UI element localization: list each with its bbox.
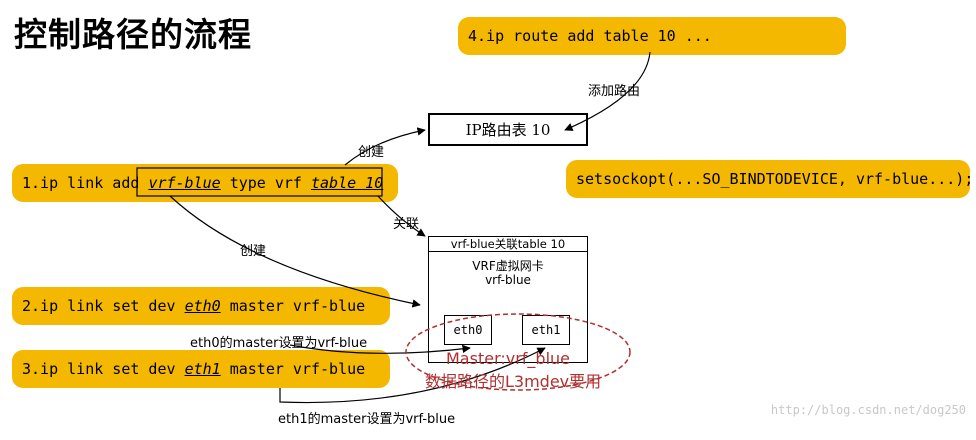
create-vrf-arrow bbox=[169, 195, 421, 308]
create-vrf-label: 创建 bbox=[240, 244, 267, 259]
setsockopt-pill: setsockopt(...SO_BINDTODEVICE, vrf-blue.… bbox=[566, 160, 974, 198]
page-title: 控制路径的流程 bbox=[14, 15, 252, 54]
eth1-master-arrow bbox=[279, 347, 546, 404]
step1-vrf: vrf-blue bbox=[148, 174, 221, 192]
associate-arrow bbox=[377, 195, 426, 237]
eth1-master-label: eth1的master设置为vrf-blue bbox=[278, 412, 456, 427]
setsockopt-text: setsockopt(...SO_BINDTODEVICE, vrf-blue.… bbox=[576, 170, 974, 188]
create-table-arrow bbox=[344, 127, 426, 166]
associate-label: 关联 bbox=[393, 217, 420, 232]
step3-suffix: master vrf-blue bbox=[220, 360, 366, 378]
eth1-box: eth1 bbox=[522, 315, 570, 345]
step1-table: table 10 bbox=[311, 174, 384, 192]
add-route-arrow bbox=[564, 51, 651, 131]
create-table-label: 创建 bbox=[358, 145, 385, 160]
eth1-label: eth1 bbox=[531, 323, 561, 337]
watermark: http://blog.csdn.net/dog250 bbox=[770, 403, 966, 417]
add-route-label: 添加路由 bbox=[588, 84, 641, 99]
eth0-label: eth0 bbox=[453, 323, 483, 337]
ip-route-table-label: IP路由表 10 bbox=[465, 121, 551, 139]
step3-pill: 3.ip link set dev eth1 master vrf-blue bbox=[12, 350, 390, 388]
l3mdev-ellipse bbox=[405, 313, 631, 391]
step1-prefix: 1.ip link add bbox=[22, 174, 149, 192]
eth0-master-arrow bbox=[289, 344, 471, 354]
step2-pill: 2.ip link set dev eth0 master vrf-blue bbox=[12, 287, 390, 325]
ellipse-line2: 数据路径的L3mdev要用 bbox=[425, 372, 602, 391]
vrf-device-line1: VRF虚拟网卡 bbox=[472, 259, 544, 273]
vrf-device-line2: vrf-blue bbox=[485, 273, 531, 287]
step2-prefix: 2.ip link set dev bbox=[22, 297, 185, 315]
eth0-box: eth0 bbox=[444, 315, 492, 345]
step3-prefix: 3.ip link set dev bbox=[22, 360, 185, 378]
vrf-device-header: vrf-blue关联table 10 bbox=[428, 236, 588, 252]
step1-mid: type vrf bbox=[220, 174, 311, 192]
ip-route-table-box: IP路由表 10 bbox=[428, 113, 588, 146]
ellipse-line1: Master:vrf_blue bbox=[446, 349, 571, 368]
step4-text: 4.ip route add table 10 ... bbox=[468, 27, 712, 45]
step1-pill: 1.ip link add vrf-blue type vrf table 10 bbox=[12, 164, 398, 202]
eth0-master-label: eth0的master设置为vrf-blue bbox=[190, 336, 368, 351]
step1-highlight-frame bbox=[136, 167, 383, 197]
step2-dev: eth0 bbox=[184, 297, 221, 315]
step4-pill: 4.ip route add table 10 ... bbox=[458, 17, 846, 55]
step3-dev: eth1 bbox=[184, 360, 221, 378]
step2-suffix: master vrf-blue bbox=[220, 297, 366, 315]
